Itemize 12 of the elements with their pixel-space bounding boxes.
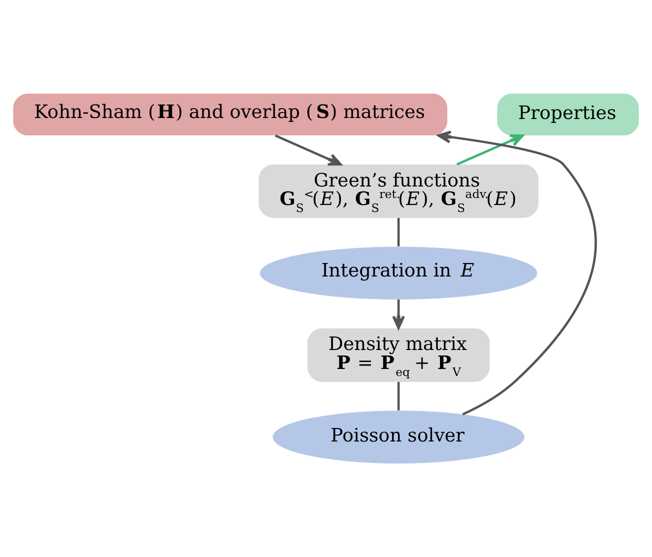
node-box: Green’s functions G$_{S}$$^{<}$(E), G$_{S}$$^{ret.}$(E), G$_{S}$$^{adv.}$(E) [258,164,538,218]
arrow [274,134,342,166]
arrow [437,130,597,416]
node-ellipse: Poisson solver [272,410,524,464]
connector [397,218,400,246]
node-box: Properties [497,94,639,136]
arrow [392,300,405,330]
arrow [456,134,524,166]
node-box: Density matrix P = P$_{eq}$ + P$_{V}$ [307,328,490,382]
node-ellipse: Integration in E [260,246,538,300]
node-box: Kohn-Sham (H) and overlap (S) matrices [13,94,448,136]
connector [397,382,400,410]
